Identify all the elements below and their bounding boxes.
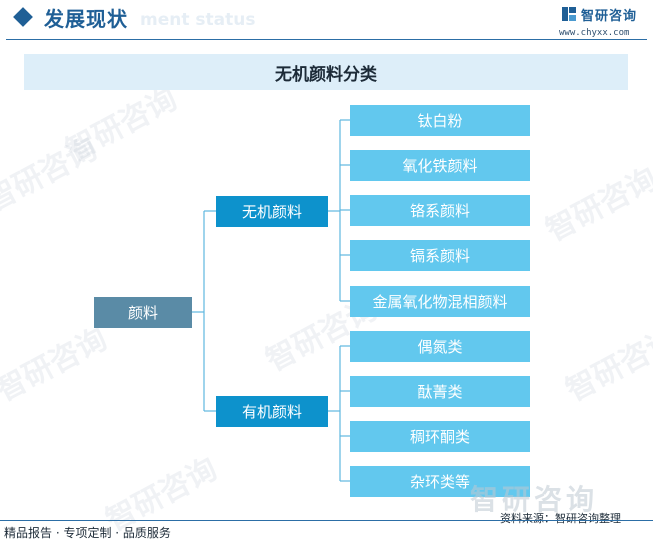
leaf-node: 稠环酮类 (350, 421, 530, 452)
header-ghost-text: ment status (140, 10, 256, 30)
brand-logo-icon (562, 7, 576, 21)
branch-node-organic: 有机颜料 (216, 396, 328, 427)
leaf-node: 氧化铁颜料 (350, 150, 530, 181)
brand-name: 智研咨询 (581, 9, 638, 24)
footer-slogan: 精品报告 · 专项定制 · 品质服务 (4, 526, 171, 540)
leaf-node: 镉系颜料 (350, 240, 530, 271)
page-title: 发展现状 (44, 7, 128, 31)
leaf-node: 酞菁类 (350, 376, 530, 407)
header-divider (6, 39, 647, 40)
watermark-bottom: 智研咨询 (470, 483, 599, 516)
leaf-node: 钛白粉 (350, 105, 530, 136)
diagram-title: 无机颜料分类 (24, 54, 628, 90)
leaf-node: 金属氧化物混相颜料 (350, 286, 530, 317)
leaf-node: 铬系颜料 (350, 195, 530, 226)
footer-divider (0, 520, 653, 521)
source-note: 资料来源：智研咨询整理 (500, 512, 621, 525)
root-node: 颜料 (94, 297, 192, 328)
leaf-node: 偶氮类 (350, 331, 530, 362)
branch-node-inorganic: 无机颜料 (216, 196, 328, 227)
brand-url: www.chyxx.com (559, 28, 630, 38)
leaf-node: 杂环类等 (350, 466, 530, 497)
